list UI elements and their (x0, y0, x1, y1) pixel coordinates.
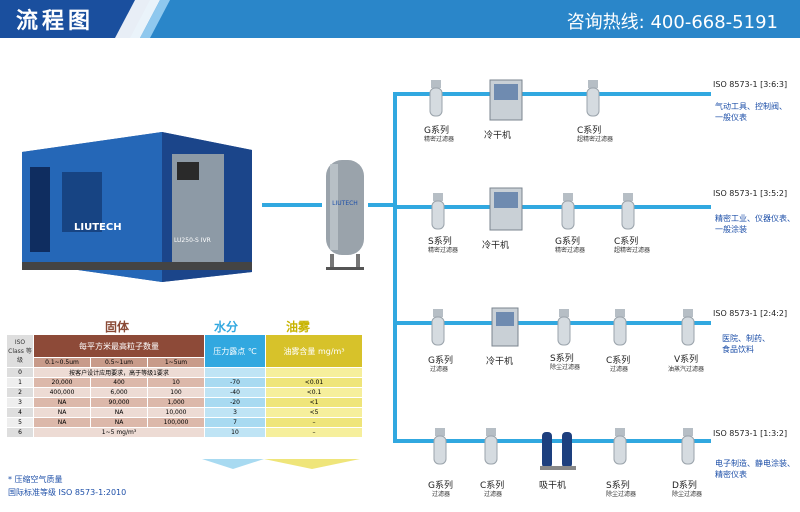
pipe-branch-2 (393, 205, 711, 209)
branch3-c-label: C系列 (606, 356, 631, 366)
size-col-2: 0.5~1um (90, 357, 148, 368)
branch4-c-label: C系列 (480, 481, 505, 491)
iso-class-header: ISO Class 等级 (6, 334, 34, 368)
pipe-compressor-tank (262, 203, 322, 207)
particle-header: 每平方米最高粒子数量 (33, 334, 205, 358)
branch2-s-label: S系列 (428, 237, 452, 247)
footnote-line-1: * 压缩空气质量 (8, 475, 63, 484)
water-arrow-icon (202, 459, 264, 469)
dew-point-header: 压力露点 ℃ (204, 334, 266, 368)
table-section-solid: 固体 (105, 320, 130, 334)
branch3-s-label: S系列 (550, 354, 574, 364)
filter-icon (561, 193, 575, 230)
branch2-dryer-label: 冷干机 (482, 241, 510, 251)
oil-arrow-icon (264, 459, 360, 469)
branch4-g-label: G系列 (428, 481, 453, 491)
table-section-oil: 油雾 (286, 320, 311, 334)
branch3-dryer-label: 冷干机 (486, 357, 514, 367)
branch3-v-label: V系列 (674, 355, 699, 365)
branch4-d-sub: 除尘过滤器 (672, 491, 703, 498)
refrigerated-dryer-icon (489, 79, 523, 121)
iso-quality-table: ISO Class 等级 每平方米最高粒子数量 压力露点 ℃ 油雾含量 mg/m… (6, 334, 363, 438)
branch4-c-sub: 过滤器 (484, 491, 503, 498)
branch4-application: 电子制造、静电涂装、精密仪表 (715, 459, 795, 479)
branch1-c-sub: 超精密过滤器 (577, 136, 614, 143)
filter-icon (557, 309, 571, 346)
branch2-application: 精密工业、仪器仪表、一般涂装 (715, 214, 795, 234)
filter-icon (681, 428, 695, 465)
branch3-s-sub: 除尘过滤器 (550, 364, 581, 371)
branch2-g-label: G系列 (555, 237, 580, 247)
filter-icon (586, 80, 600, 117)
filter-icon (681, 309, 695, 346)
header-background (0, 0, 800, 38)
branch2-s-sub: 精密过滤器 (428, 247, 459, 254)
pipe-tank-trunk (368, 203, 396, 207)
branch1-g-label: G系列 (424, 126, 449, 136)
adsorption-dryer-icon (540, 432, 576, 470)
branch3-c-sub: 过滤器 (610, 366, 629, 373)
refrigerated-dryer-icon (491, 307, 519, 347)
branch3-iso: ISO 8573-1 [2:4:2] (713, 309, 788, 318)
branch4-s-label: S系列 (606, 481, 630, 491)
hotline-text: 咨询热线: 400-668-5191 (566, 12, 778, 33)
table-row: 3 NA 90,000 1,000 -20 <1 (6, 397, 363, 408)
table-row: 1 20,000 400 10 -70 <0.01 (6, 377, 363, 388)
filter-icon (613, 428, 627, 465)
branch2-g-sub: 精密过滤器 (555, 247, 586, 254)
table-row: 5 NA NA 100,000 7 – (6, 417, 363, 428)
page-title: 流程图 (16, 9, 95, 34)
filter-icon (613, 309, 627, 346)
table-row: 6 1~5 mg/m³ 10 – (6, 427, 363, 438)
branch1-dryer-label: 冷干机 (484, 131, 512, 141)
air-compressor-image: LIUTECH LU250-S IVR (22, 132, 252, 282)
branch3-application: 医院、制药、食品饮料 (722, 334, 770, 354)
pipe-vertical-trunk (393, 92, 397, 442)
table-row: 0 按客户设计应用要求，高于等级1要求 (6, 367, 363, 378)
branch4-s-sub: 除尘过滤器 (606, 491, 637, 498)
refrigerated-dryer-icon (489, 187, 523, 231)
size-col-3: 1~5um (147, 357, 205, 368)
branch4-adsorption-label: 吸干机 (539, 481, 567, 491)
air-tank-image: LIUTECH (326, 160, 364, 270)
branch2-c-label: C系列 (614, 237, 639, 247)
branch1-c-label: C系列 (577, 126, 602, 136)
pipe-branch-1 (393, 92, 711, 96)
compressor-model: LU250-S IVR (174, 237, 211, 244)
table-row: 4 NA NA 10,000 3 <5 (6, 407, 363, 418)
class0-requirement: 按客户设计应用要求，高于等级1要求 (33, 367, 205, 378)
filter-icon (431, 309, 445, 346)
compressor-brand: LIUTECH (74, 222, 122, 233)
table-row: 2 400,000 6,000 100 -40 <0.1 (6, 387, 363, 398)
branch3-g-sub: 过滤器 (430, 366, 449, 373)
tank-brand: LIUTECH (332, 200, 358, 207)
filter-icon (433, 428, 447, 465)
filter-icon (431, 193, 445, 230)
footnote-line-2: 国际标准等级 ISO 8573-1:2010 (8, 488, 127, 497)
branch2-iso: ISO 8573-1 [3:5:2] (713, 189, 788, 198)
filter-icon (484, 428, 498, 465)
branch4-g-sub: 过滤器 (432, 491, 451, 498)
table-section-water: 水分 (214, 320, 239, 334)
branch1-application: 气动工具、控制阀、一般仪表 (715, 102, 787, 122)
class6-requirement: 1~5 mg/m³ (33, 427, 205, 438)
branch1-g-sub: 精密过滤器 (424, 136, 455, 143)
pipe-branch-3 (393, 321, 711, 325)
branch4-d-label: D系列 (672, 481, 697, 491)
filter-icon (621, 193, 635, 230)
oil-header: 油雾含量 mg/m³ (265, 334, 363, 368)
branch2-c-sub: 超精密过滤器 (614, 247, 651, 254)
branch3-v-sub: 油蒸汽过滤器 (668, 366, 705, 373)
branch1-iso: ISO 8573-1 [3:6:3] (713, 80, 788, 89)
branch3-g-label: G系列 (428, 356, 453, 366)
size-col-1: 0.1~0.5um (33, 357, 91, 368)
header-bar: 流程图 咨询热线: 400-668-5191 (0, 0, 800, 38)
branch4-iso: ISO 8573-1 [1:3:2] (713, 429, 788, 438)
filter-icon (429, 80, 443, 117)
